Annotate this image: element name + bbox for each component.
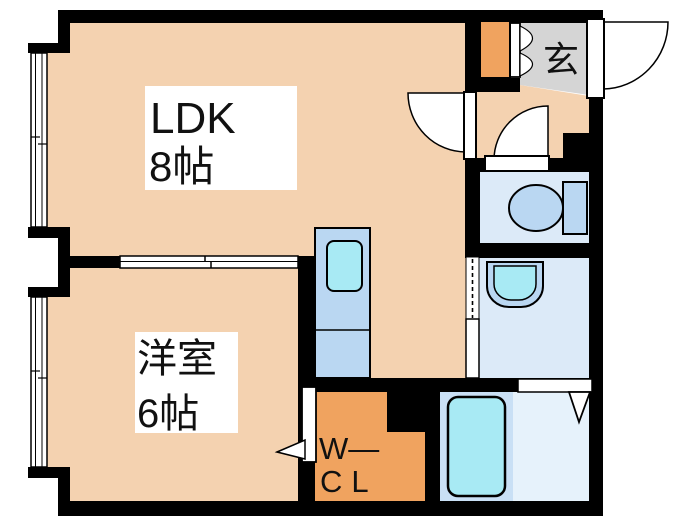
labels: LDK 8帖 洋室 6帖 玄 W— CL <box>135 39 579 499</box>
wall-segment <box>425 390 440 503</box>
wall-segment <box>58 501 603 516</box>
windows <box>30 52 299 468</box>
kitchen-sink-icon <box>326 240 363 292</box>
bathroom-door-leaf <box>517 378 593 393</box>
outside-strip <box>28 53 31 227</box>
ldk-window <box>30 52 48 228</box>
washbasin-icon <box>486 261 544 308</box>
wall-segment <box>465 78 520 92</box>
wall-segment <box>465 158 485 172</box>
bedroom-label-box <box>135 332 238 433</box>
wall-segment <box>28 43 70 53</box>
fixtures <box>314 20 588 498</box>
closet-label-line1: W— <box>319 431 379 466</box>
shoe-cabinet-door <box>509 22 521 78</box>
outside-strip <box>28 297 31 467</box>
toilet-icon <box>508 181 588 235</box>
outside-strip <box>0 10 28 516</box>
ldk-label-box <box>145 86 297 190</box>
shoe-cabinet-door-arcs <box>519 25 534 77</box>
room-partition-sliding-doors <box>119 255 299 269</box>
entrance-floor <box>520 23 589 95</box>
wall-segment <box>58 478 70 503</box>
wall-segment <box>465 158 480 258</box>
bedroom-window <box>30 296 48 468</box>
entrance-door-arc <box>602 21 669 90</box>
wall-segment <box>58 10 70 53</box>
bedroom-label: 洋室 <box>137 337 217 381</box>
bedroom-size-label: 6帖 <box>137 392 199 436</box>
walls <box>28 10 603 516</box>
outside-strip <box>0 516 700 525</box>
wall-segment <box>28 287 70 297</box>
entrance-label: 玄 <box>543 39 579 80</box>
bathroom-door-arrow <box>567 391 592 425</box>
closet-door-arrow <box>274 438 306 460</box>
wall-segment <box>70 256 120 268</box>
wall-segment <box>28 467 70 478</box>
ldk-label: LDK <box>150 94 236 143</box>
outside-strip <box>0 0 700 10</box>
washroom-sliding-door <box>465 256 480 379</box>
bathtub-icon <box>446 395 507 498</box>
wall-segment <box>298 256 315 392</box>
wall-segment <box>58 238 70 287</box>
ldk-size-label: 8帖 <box>149 143 214 190</box>
wall-segment <box>465 243 603 258</box>
doors <box>274 18 669 463</box>
wall-segment <box>465 23 480 92</box>
wall-segment <box>563 133 590 172</box>
entrance-door-leaf <box>586 18 605 99</box>
kitchen-counter <box>314 227 371 379</box>
wall-segment <box>28 227 70 238</box>
outside-strip <box>28 10 58 43</box>
outside-strip <box>603 10 700 516</box>
duct-space <box>387 390 425 432</box>
closet-label-line2: CL <box>320 464 378 499</box>
toilet-door-arc <box>493 105 549 161</box>
ldk-door-arc <box>407 92 467 153</box>
shoe-cabinet <box>479 20 511 79</box>
wall-segment <box>58 10 603 23</box>
outside-strip <box>28 238 58 287</box>
ldk-door-leaf <box>463 91 477 160</box>
outside-strip <box>28 478 58 516</box>
toilet-door-leaf <box>484 155 550 172</box>
